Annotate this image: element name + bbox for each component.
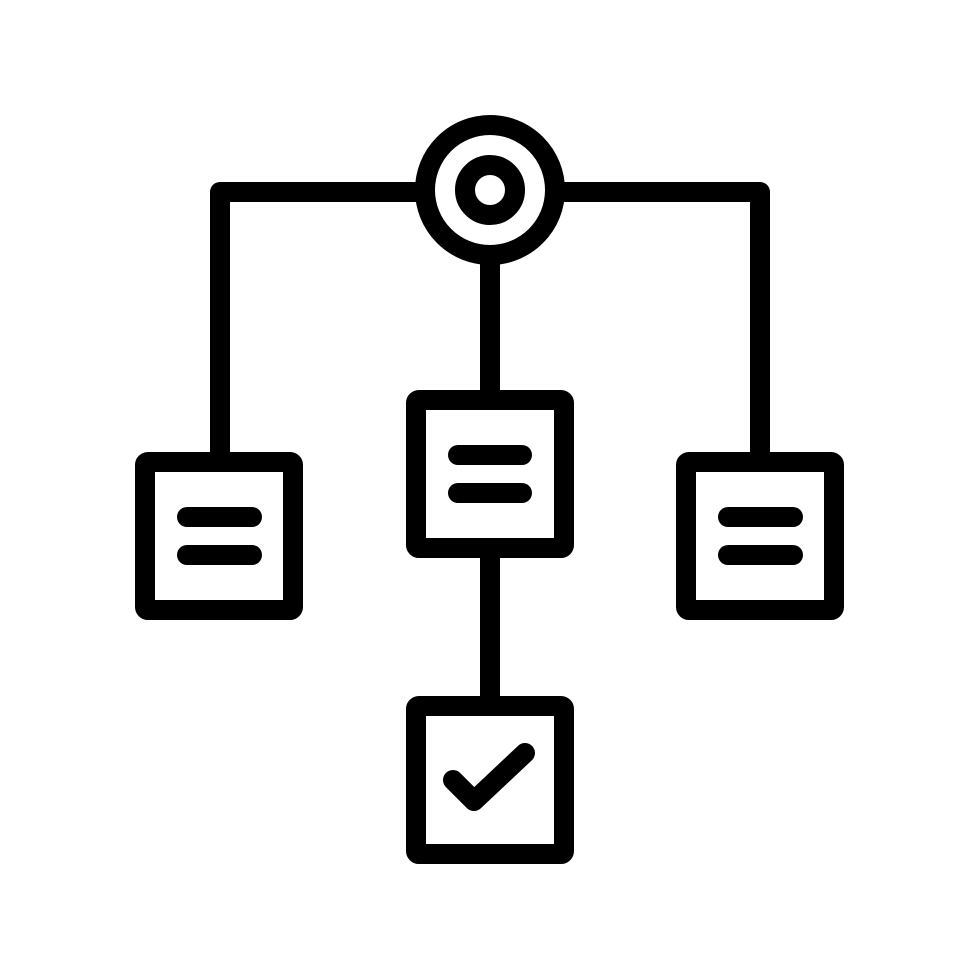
task-box-left (135, 452, 303, 620)
result-box (406, 696, 574, 864)
task-box-right (676, 452, 844, 620)
connector-lines (210, 182, 770, 712)
checkmark-icon (443, 743, 535, 811)
task-icon (406, 390, 574, 558)
right-connector (548, 182, 770, 468)
hub-node (415, 115, 565, 265)
task-box-center (406, 390, 574, 558)
target-icon-outer-ring (415, 115, 565, 265)
left-connector (210, 182, 430, 468)
target-icon-inner-ring (455, 155, 525, 225)
task-icon (676, 452, 844, 620)
task-icon (135, 452, 303, 620)
